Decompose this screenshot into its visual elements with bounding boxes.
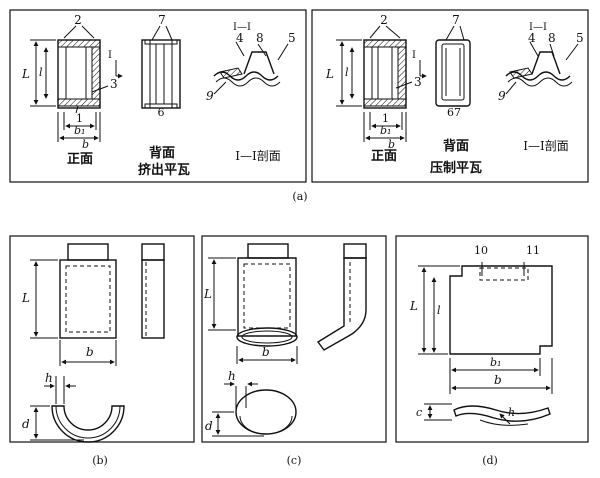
caption-c: (c)	[287, 454, 302, 467]
extruded-tile-back-view	[141, 25, 181, 109]
dim-L-label: L	[21, 67, 30, 81]
callout-3: 3	[110, 77, 118, 91]
section-caption: Ⅰ—Ⅰ剖面	[235, 149, 280, 163]
panel-b: L b h d	[9, 235, 195, 443]
dim-L-label: L	[409, 299, 418, 313]
section-mark: Ⅰ	[412, 50, 416, 61]
eave-tile-section	[424, 403, 551, 426]
callout-6: 6	[158, 106, 165, 119]
callout-5: 5	[288, 31, 296, 45]
section-mark-top: Ⅰ—Ⅰ	[529, 22, 547, 33]
panel-a-left: 2 L l Ⅰ 3 1 b₁ b 正面 7 6 背面 挤出平瓦	[9, 9, 307, 183]
dim-b1-label: b₁	[490, 356, 501, 369]
dim-h-label: h	[45, 371, 53, 385]
callout-2: 2	[380, 13, 388, 27]
dim-b1-label: b₁	[74, 124, 85, 137]
callout-7: 7	[158, 13, 166, 27]
dim-l-label: l	[437, 304, 441, 317]
panel-d-frame	[395, 235, 589, 443]
section-caption: Ⅰ—Ⅰ剖面	[523, 139, 568, 153]
dim-d-label: d	[205, 419, 213, 433]
panel-a-left-frame	[9, 9, 307, 183]
pressed-tile-back-view	[435, 25, 471, 107]
caption-a: (a)	[292, 190, 307, 203]
hip-tile-end-section	[212, 381, 297, 437]
subtitle: 挤出平瓦	[138, 162, 190, 178]
callout-8: 8	[548, 31, 556, 45]
ridge-tile-end-section	[30, 376, 125, 443]
callout-9: 9	[206, 89, 214, 103]
ridge-tile-side	[141, 243, 165, 339]
callout-2: 2	[74, 13, 82, 27]
panel-d: 10 11 L l b₁ b c h	[395, 235, 589, 443]
dim-b-label: b	[82, 138, 89, 151]
callout-3: 3	[414, 75, 422, 89]
callout-10: 10	[474, 244, 488, 257]
callout-4: 4	[528, 31, 536, 45]
section-mark-top: Ⅰ—Ⅰ	[233, 22, 251, 33]
callout-67: 67	[447, 106, 461, 119]
panel-c-frame	[201, 235, 387, 443]
hip-tile-front	[208, 243, 298, 364]
dim-b-label: b	[494, 373, 502, 387]
dim-L-label: L	[325, 67, 334, 81]
pressed-tile-section	[505, 41, 579, 95]
pressed-tile-front-view	[336, 25, 427, 142]
extruded-tile-section	[213, 41, 289, 95]
extruded-tile-front-view	[30, 25, 123, 142]
eave-tile-plan	[418, 262, 553, 394]
callout-11: 11	[526, 244, 540, 257]
hip-tile-side	[316, 243, 367, 351]
dim-d-label: d	[22, 417, 30, 431]
dim-c-label: c	[416, 406, 422, 419]
caption-b: (b)	[92, 454, 108, 467]
subtitle: 压制平瓦	[430, 160, 482, 176]
dim-L-label: L	[21, 291, 30, 305]
back-caption: 背面	[443, 138, 469, 154]
front-caption: 正面	[67, 152, 93, 167]
panel-a-right-frame	[311, 9, 589, 183]
callout-9: 9	[498, 89, 506, 103]
dim-l-label: l	[39, 66, 43, 79]
callout-8: 8	[256, 31, 264, 45]
dim-h-label: h	[228, 369, 236, 383]
section-mark: Ⅰ	[108, 50, 112, 61]
dim-b-label: b	[388, 138, 395, 151]
callout-4: 4	[236, 31, 244, 45]
dim-b1-label: b₁	[380, 124, 391, 137]
callout-7: 7	[452, 13, 460, 27]
dim-l-label: l	[345, 66, 349, 79]
callout-1: 1	[76, 112, 83, 125]
panel-c: L b h d	[201, 235, 387, 443]
dim-h-label: h	[508, 406, 515, 419]
panel-a-right: 2 L l Ⅰ 3 1 b₁ b 正面 7 67 背面 压制平瓦	[311, 9, 589, 183]
ridge-tile-front	[30, 243, 117, 366]
dim-b-label: b	[86, 345, 94, 359]
dim-L-label: L	[203, 287, 212, 301]
caption-d: (d)	[482, 454, 498, 467]
callout-5: 5	[576, 31, 584, 45]
panel-b-frame	[9, 235, 195, 443]
dim-b-label: b	[262, 345, 270, 359]
front-caption: 正面	[371, 149, 397, 164]
back-caption: 背面	[149, 145, 175, 161]
callout-1: 1	[382, 112, 389, 125]
